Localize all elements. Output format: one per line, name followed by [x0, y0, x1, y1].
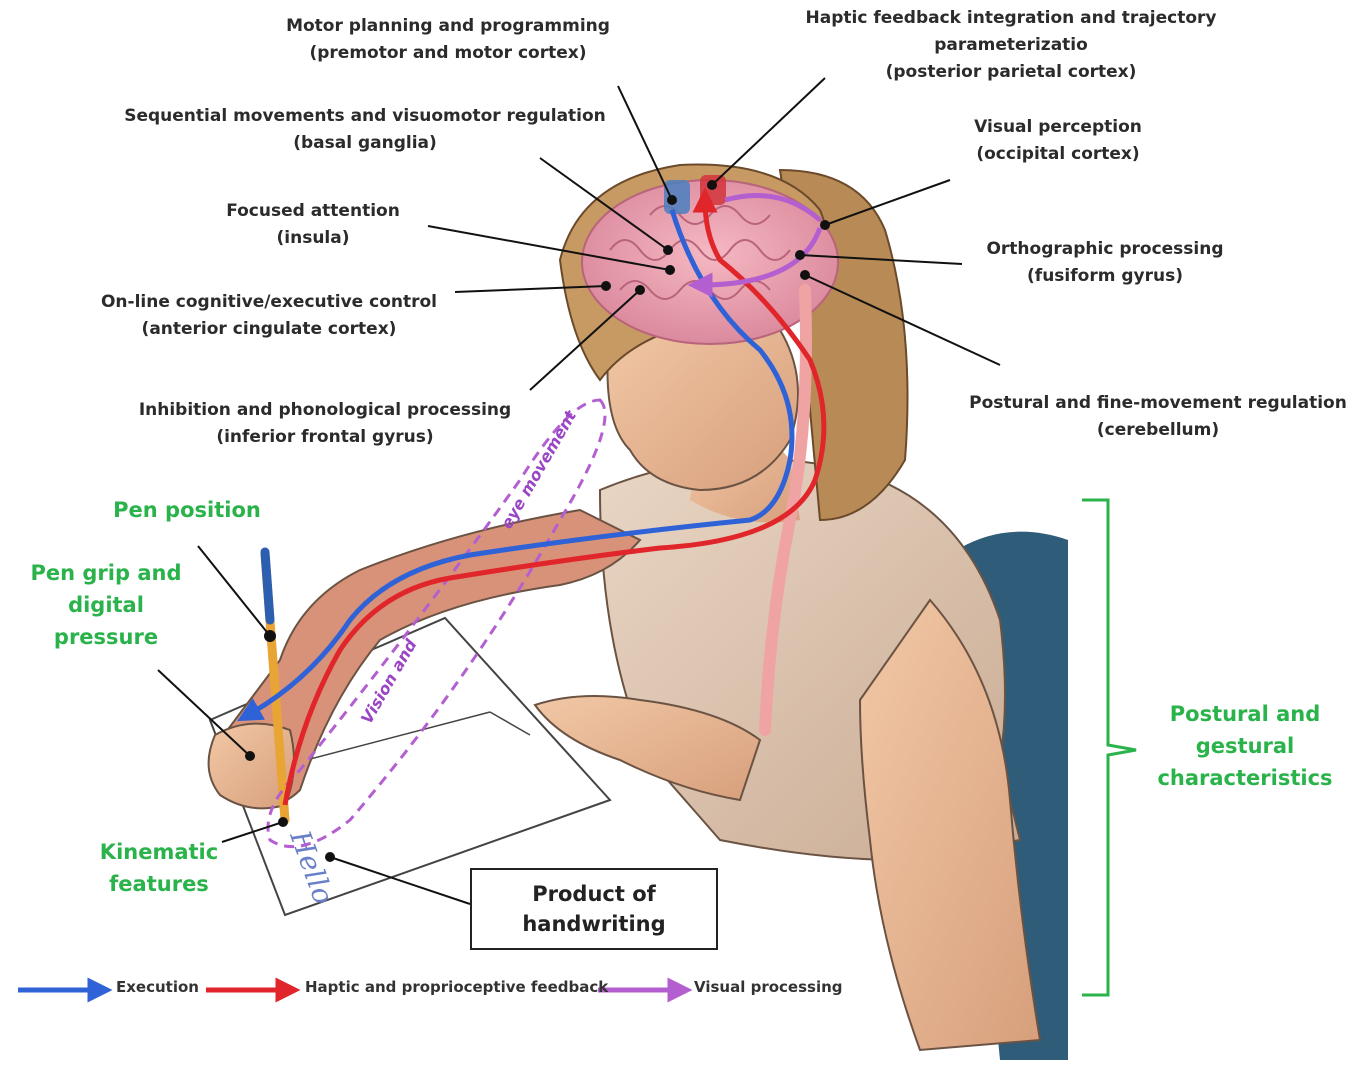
label-focused-attention: Focused attention (insula)	[203, 198, 423, 252]
motor-cortex-highlight	[664, 180, 690, 214]
label-online-control: On-line cognitive/executive control (ant…	[90, 289, 448, 343]
label-postural-gestural: Postural and gestural characteristics	[1150, 698, 1340, 794]
label-kinematic: Kinematic features	[88, 836, 230, 900]
label-haptic-integration: Haptic feedback integration and trajecto…	[726, 5, 1296, 86]
product-of-handwriting-box: Product of handwriting	[470, 868, 718, 950]
label-orthographic-processing: Orthographic processing (fusiform gyrus)	[970, 236, 1240, 290]
label-inhibition-phonological: Inhibition and phonological processing (…	[130, 397, 520, 451]
label-visual-perception: Visual perception (occipital cortex)	[950, 114, 1166, 168]
legend-execution-label: Execution	[116, 978, 199, 996]
legend-feedback-label: Haptic and proprioceptive feedback	[305, 978, 608, 996]
label-pen-position: Pen position	[96, 494, 278, 526]
label-postural-regulation: Postural and fine-movement regulation (c…	[962, 390, 1354, 444]
postural-bracket	[1082, 500, 1136, 995]
legend-visual-label: Visual processing	[694, 978, 843, 996]
label-pen-grip: Pen grip and digital pressure	[20, 557, 192, 653]
label-sequential-movements: Sequential movements and visuomotor regu…	[115, 103, 615, 157]
label-motor-planning: Motor planning and programming (premotor…	[270, 13, 626, 67]
pen-cap	[265, 552, 270, 620]
